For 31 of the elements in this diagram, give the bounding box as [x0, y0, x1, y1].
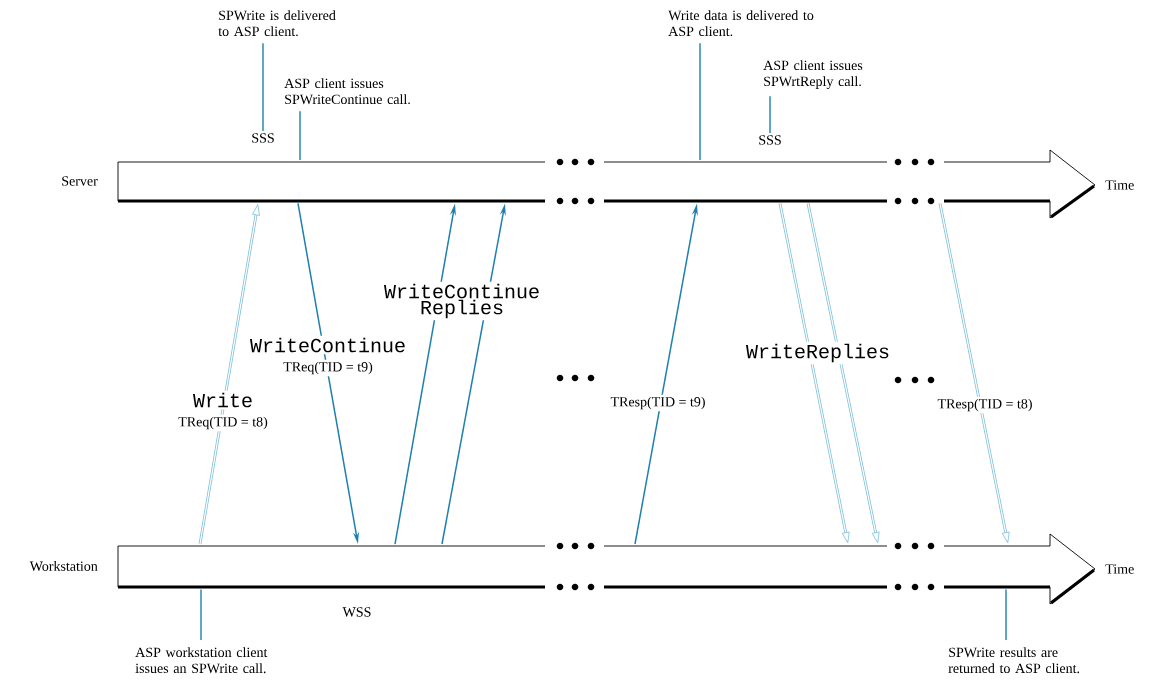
leader-line: [262, 42, 264, 132]
annotation-text: ASP client issues SPWriteContinue call.: [284, 78, 410, 105]
state-label: SSS: [252, 133, 274, 143]
edge-label: TReq(TID = t8): [176, 414, 270, 432]
lane-label: Server: [62, 176, 98, 186]
leader-line: [200, 588, 202, 641]
edge-label: TResp(TID = t8): [935, 396, 1035, 414]
message-label: WriteContinue Replies: [374, 281, 550, 321]
annotation-text: ASP workstation client issues an SPWrite call.: [135, 647, 268, 674]
state-label: SSS: [759, 135, 781, 145]
lane-label: Workstation: [29, 561, 98, 571]
axis-label: Time: [1105, 564, 1134, 574]
message-label: WriteContinue: [248, 335, 408, 355]
annotation-text: ASP client issues SPWrtReply call.: [763, 60, 863, 89]
arrow: [198, 204, 260, 545]
leader-line: [699, 42, 701, 161]
arrow: [938, 202, 1010, 544]
axis-label: Time: [1105, 180, 1134, 190]
leader-line: [1005, 588, 1007, 641]
message-label: WriteReplies: [744, 341, 892, 365]
annotation-text: SPWrite is delivered to ASP client.: [218, 10, 336, 37]
leader-line: [769, 95, 771, 134]
annotation-text: SPWrite results are returned to ASP client.: [948, 647, 1080, 674]
leader-line: [299, 110, 301, 161]
arrow: [806, 202, 880, 544]
annotation-text: Write data is delivered to ASP client.: [668, 10, 814, 37]
message-label: Write: [191, 390, 255, 410]
edge-label: TReq(TID = t9): [281, 359, 375, 377]
edge-label: TResp(TID = t9): [608, 394, 708, 412]
state-label: WSS: [340, 605, 374, 619]
arrow: [778, 202, 850, 544]
